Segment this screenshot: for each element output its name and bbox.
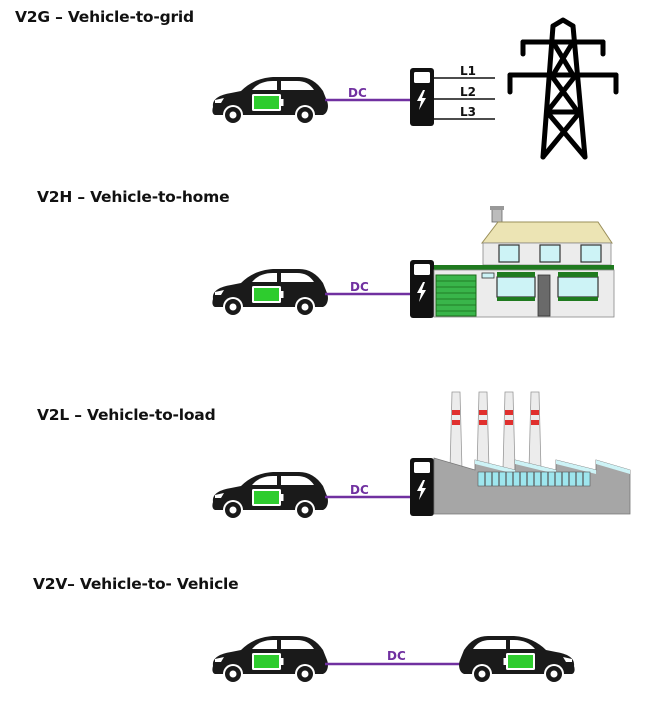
v2l-dc-label: DC <box>350 483 369 497</box>
l1-label: L1 <box>460 64 476 78</box>
v2l-row: DC <box>212 391 631 520</box>
v2h-car-icon <box>212 269 328 317</box>
l3-label: L3 <box>460 105 476 119</box>
l2-label: L2 <box>460 85 476 99</box>
v2v-car-right-icon <box>459 636 575 684</box>
v2h-title: V2H – Vehicle-to-home <box>37 188 230 206</box>
v2v-dc-label: DC <box>387 649 406 663</box>
house-icon <box>433 206 615 318</box>
v2g-row: DC L1 L2 L3 <box>212 17 619 160</box>
v2l-charger-icon <box>410 458 434 516</box>
v2h-dc-label: DC <box>350 280 369 294</box>
v2h-row: DC <box>212 206 615 318</box>
factory-icon <box>433 391 631 515</box>
v2h-charger-icon <box>410 260 434 318</box>
v2g-charger-icon <box>410 68 434 126</box>
v2g-car-icon <box>212 77 328 125</box>
v2l-car-icon <box>212 472 328 520</box>
v2g-dc-label: DC <box>348 86 367 100</box>
v2l-title: V2L – Vehicle-to-load <box>37 406 216 424</box>
v2v-car-left-icon <box>212 636 328 684</box>
v2v-row: DC <box>212 636 575 684</box>
v2g-title: V2G – Vehicle-to-grid <box>15 8 194 26</box>
v2v-title: V2V– Vehicle-to- Vehicle <box>33 575 239 593</box>
pylon-icon <box>507 17 619 160</box>
